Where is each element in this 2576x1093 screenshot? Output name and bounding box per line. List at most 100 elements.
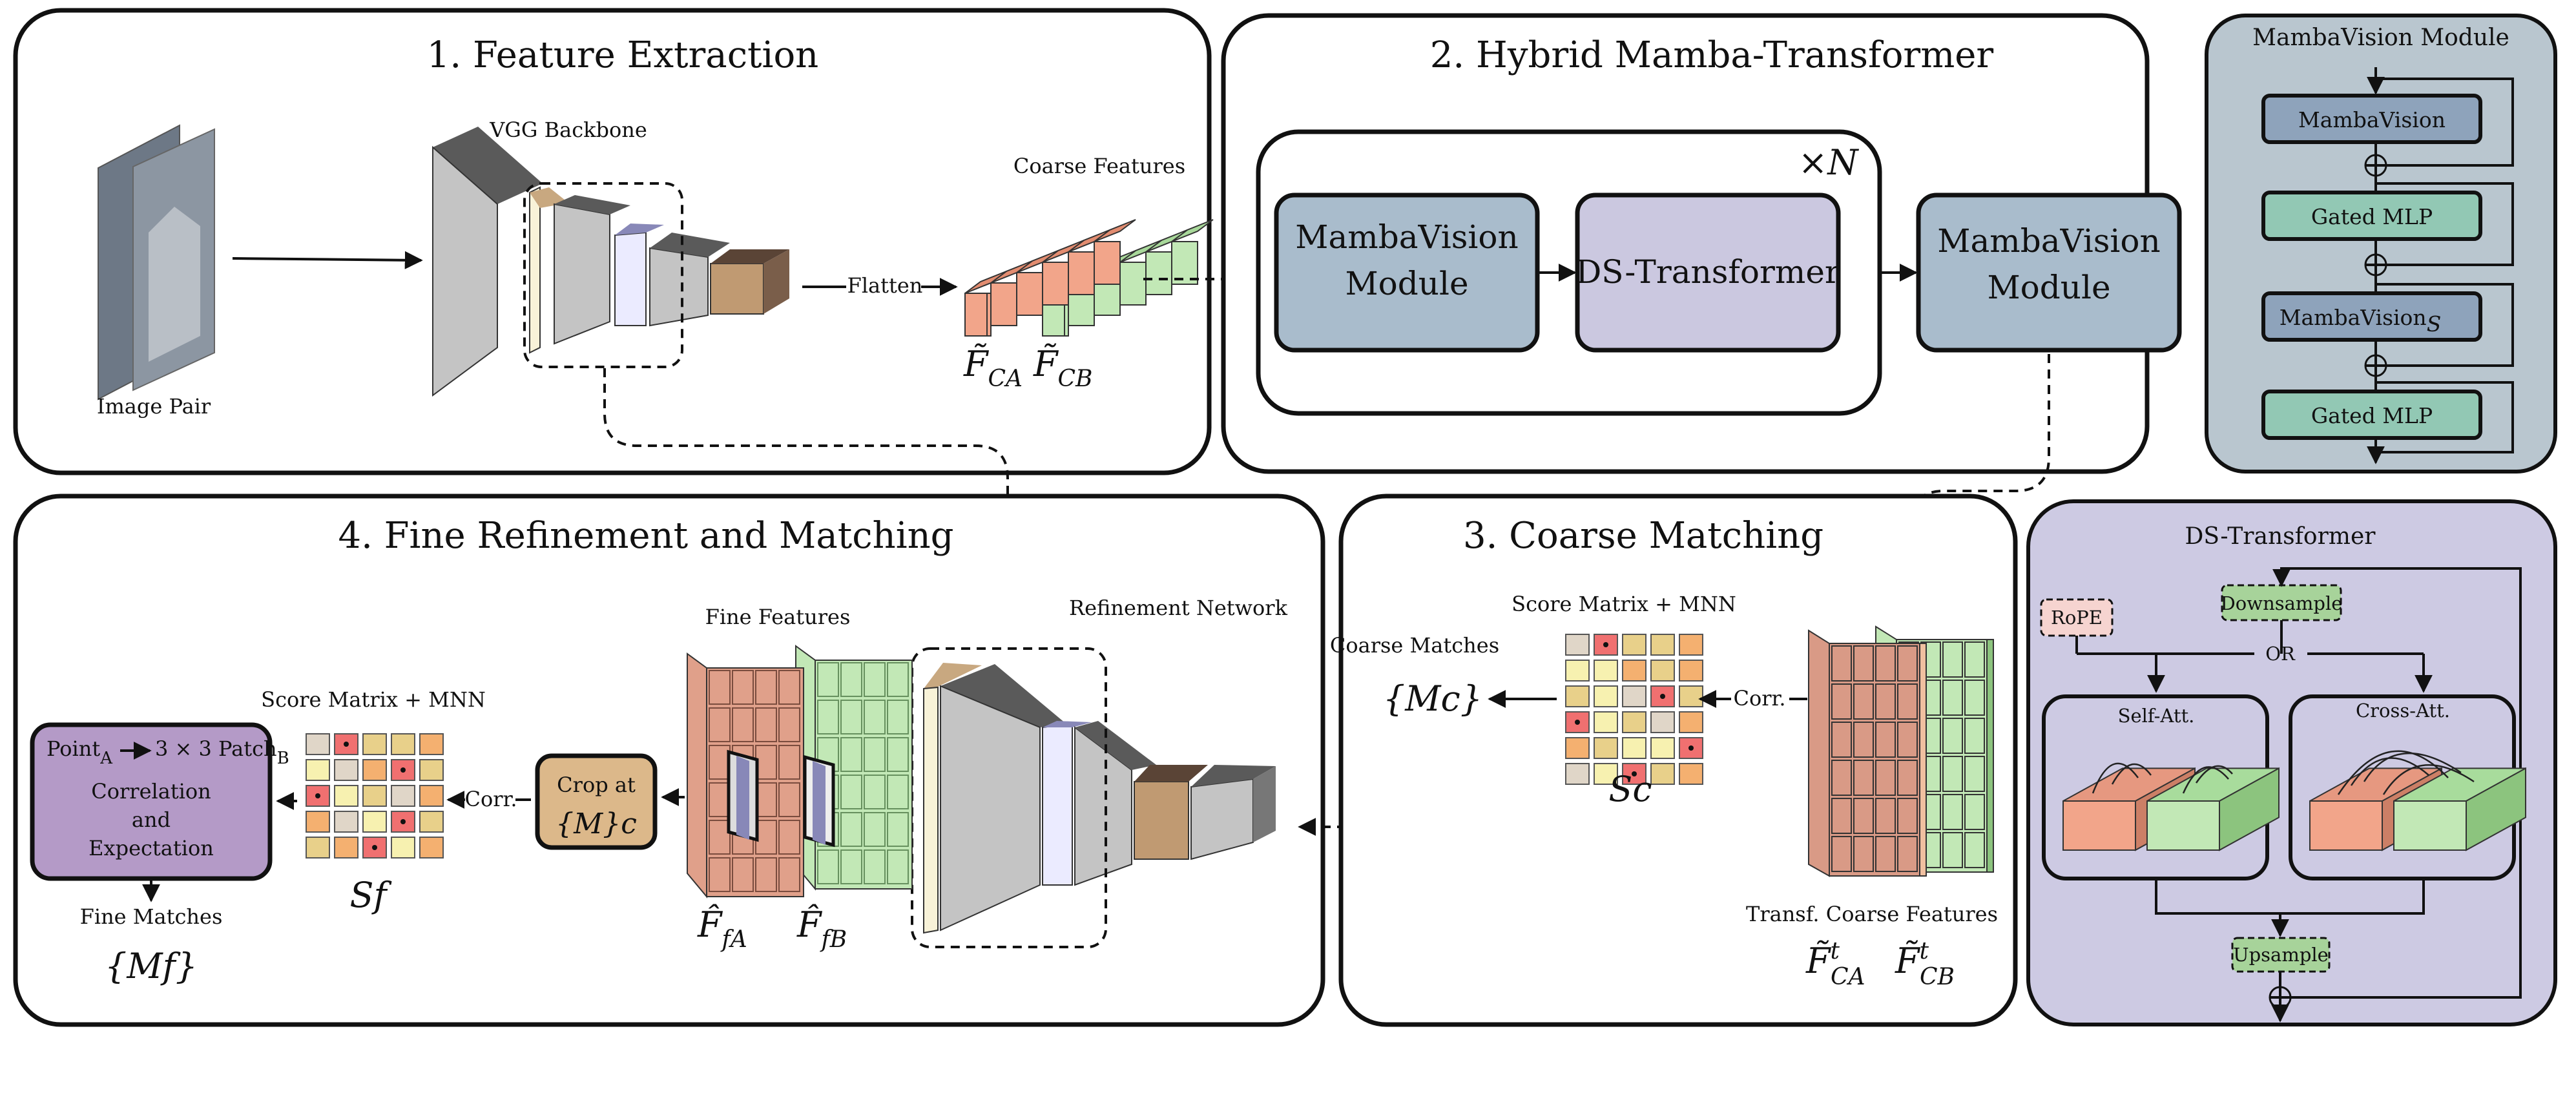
and-label: and: [132, 807, 171, 832]
tcoarse-b-cell: [1964, 756, 1985, 792]
panel-title-coarse-matching: 3. Coarse Matching: [1463, 515, 1823, 557]
tcoarse-a-cell: [1853, 836, 1874, 872]
coarse-score-cell: [1679, 634, 1703, 656]
mv-block-gated-mlp-1: [2261, 191, 2482, 241]
panel-hybrid-mamba-transformer: 2. Hybrid Mamba-Transformer ×N MambaVisi…: [1221, 13, 2182, 474]
feature-ffa: F̂fA: [697, 904, 747, 953]
coarse-score-cell: [1565, 685, 1590, 707]
fine-b-cell: [817, 662, 839, 697]
panel-title-feature-extraction: 1. Feature Extraction: [427, 34, 819, 76]
mambavision-module-out-label2: Module: [1987, 269, 2110, 306]
panel-ds-transformer: DS-Transformer RoPE Downsample OR Self-A…: [2026, 499, 2557, 1026]
coarse-score-cell: [1650, 634, 1675, 656]
mv-skip-3: [2376, 283, 2514, 367]
coarse-score-cell: [1565, 660, 1590, 682]
coarse-score-match-dot: [1660, 694, 1665, 699]
expectation-label: Expectation: [88, 836, 214, 860]
fine-score-cell: [419, 837, 444, 859]
coarse-score-cell: [1650, 763, 1675, 785]
fine-b-cell: [840, 849, 862, 884]
fine-a-cell: [732, 670, 754, 705]
coarse-a-cell: [1094, 241, 1121, 285]
point-a-label: PointA: [47, 736, 113, 768]
panel-mambavision-module: MambaVision Module MambaVision Gated MLP…: [2205, 14, 2557, 474]
self-att-label: Self-Att.: [2118, 705, 2195, 727]
fine-score-cell: [391, 733, 415, 755]
mv-block-gated-mlp-1-label: Gated MLP: [2311, 204, 2433, 229]
refinement-network-label: Refinement Network: [1069, 596, 1288, 620]
tcoarse-b-cell: [1942, 718, 1963, 754]
tcoarse-a-cell: [1897, 798, 1918, 834]
tcoarse-b-cell: [1942, 832, 1963, 868]
coarse-score-cell: [1679, 711, 1703, 733]
arrow-image-to-vgg: [232, 251, 423, 269]
fine-b-cell: [864, 737, 886, 772]
mv-block-gated-mlp-2: [2261, 390, 2482, 440]
fine-b-cell: [887, 662, 909, 697]
fine-b-cell: [817, 849, 839, 884]
fine-b-cell: [864, 849, 886, 884]
fine-score-cell: [334, 759, 358, 781]
coarse-score-match-dot: [1632, 771, 1637, 776]
tcoarse-a-cell: [1831, 760, 1852, 796]
coarse-score-cell: [1679, 685, 1703, 707]
tcoarse-a-cell: [1875, 760, 1896, 796]
coarse-score-cell: [1622, 634, 1646, 656]
tcoarse-b-side: [1986, 639, 1994, 873]
fine-score-cell: [334, 837, 358, 859]
fine-a-cell: [709, 670, 731, 705]
fine-score-cell: [306, 759, 330, 781]
rope-label: RoPE: [2051, 607, 2103, 629]
fine-b-cell: [840, 700, 862, 734]
fine-a-cell: [732, 857, 754, 892]
downsample-label: Downsample: [2221, 592, 2343, 614]
fine-a-cell: [778, 707, 800, 742]
fine-b-cell: [887, 812, 909, 847]
coarse-b-cell: [1171, 241, 1198, 285]
mv-block-mambavision-s: [2261, 291, 2482, 342]
fine-a-cell: [755, 670, 777, 705]
image-pair-label: Image Pair: [97, 394, 211, 419]
self-block-b-front: [2146, 800, 2220, 851]
feature-fca: F̃CA: [963, 343, 1023, 392]
tcoarse-a-cell: [1897, 836, 1918, 872]
fine-score-match-dot: [400, 767, 406, 773]
crop-window-b-inner: [813, 761, 826, 845]
coarse-score-cell: [1565, 634, 1590, 656]
fine-b-cell: [887, 700, 909, 734]
fine-score-match-dot: [372, 845, 377, 850]
cross-arc: [2363, 752, 2462, 782]
tcoarse-a-cell: [1897, 645, 1918, 682]
mv-skip-2: [2376, 182, 2514, 266]
fine-score-cell: [419, 785, 444, 807]
cross-block-b-front: [2393, 800, 2467, 851]
mv-block-gated-mlp-2-label: Gated MLP: [2311, 403, 2433, 428]
fine-feature-maps: [687, 645, 913, 899]
fine-a-cell: [755, 857, 777, 892]
feature-fcb: F̃CB: [1033, 343, 1092, 392]
coarse-score-matrix-label: Score Matrix + MNN: [1511, 592, 1736, 616]
coarse-score-cell: [1594, 685, 1618, 707]
fine-a-cell: [709, 707, 731, 742]
coarse-score-cell: [1594, 660, 1618, 682]
fine-b-cell: [864, 775, 886, 809]
coarse-score-match-dot: [1575, 720, 1580, 725]
tcoarse-a-side: [1919, 643, 1927, 877]
coarse-score-cell: [1594, 763, 1618, 785]
coarse-score-cell: [1594, 737, 1618, 759]
fine-b-cell: [887, 775, 909, 809]
tcoarse-a-cell: [1853, 645, 1874, 682]
fine-score-cell: [362, 759, 387, 781]
coarse-b-cell: [1119, 262, 1147, 306]
mambavision-module-inner-label1: MambaVision: [1295, 218, 1518, 256]
fine-a-cell: [778, 745, 800, 780]
or-label: OR: [2265, 643, 2296, 665]
fine-score-cell: [306, 837, 330, 859]
fine-b-cell: [887, 737, 909, 772]
tcoarse-a-cell: [1831, 836, 1852, 872]
panel-fine-refinement: 4. Fine Refinement and Matching Refineme…: [13, 494, 1325, 1027]
upsample-label: Upsample: [2233, 944, 2329, 966]
fine-score-cell: [306, 811, 330, 833]
